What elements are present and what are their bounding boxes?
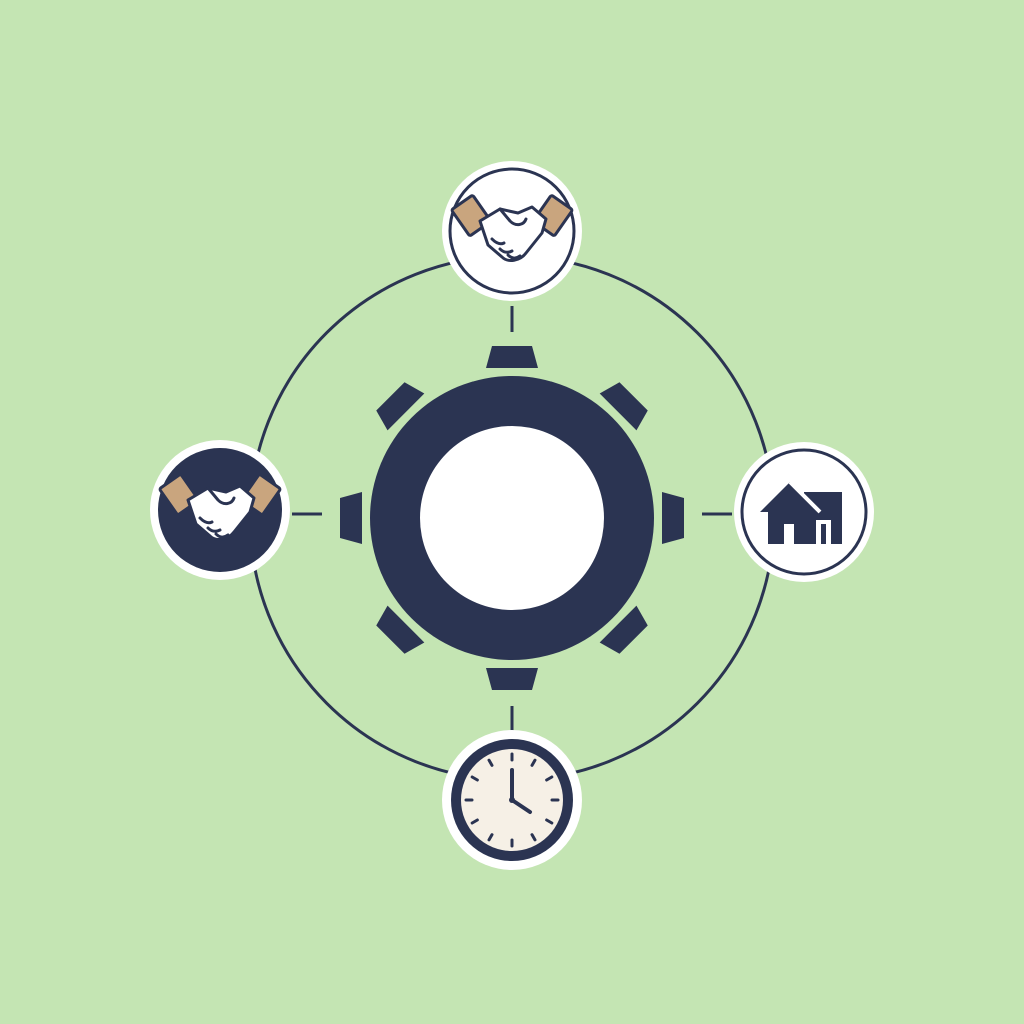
- node-left: [150, 440, 290, 580]
- clock-tick: [487, 758, 494, 767]
- gear-tooth: [340, 492, 362, 544]
- handshake-icon: [158, 473, 282, 541]
- connector-ticks: [292, 306, 732, 732]
- gear-tooth: [599, 605, 648, 654]
- gear-tooth: [486, 346, 538, 368]
- gear-tooth: [662, 492, 684, 544]
- clock-tick: [545, 775, 554, 782]
- clock-hour-hand: [510, 798, 532, 814]
- gear-tooth: [376, 605, 425, 654]
- clock-tick: [470, 818, 479, 825]
- clock-tick: [487, 833, 494, 842]
- clock-icon: [461, 749, 563, 851]
- handshake-icon: [450, 194, 574, 262]
- clock-tick: [545, 818, 554, 825]
- node-top: [442, 161, 582, 301]
- gear-tooth: [486, 668, 538, 690]
- clock-tick: [530, 758, 537, 767]
- gear-icon: [340, 346, 684, 690]
- clock-tick: [530, 833, 537, 842]
- gear-hub: [420, 426, 604, 610]
- node-bottom: [442, 730, 582, 870]
- clock-tick: [470, 775, 479, 782]
- gear-tooth: [376, 382, 425, 431]
- house-building-icon: [760, 480, 842, 544]
- gear-tooth: [599, 382, 648, 431]
- node-right: [734, 442, 874, 582]
